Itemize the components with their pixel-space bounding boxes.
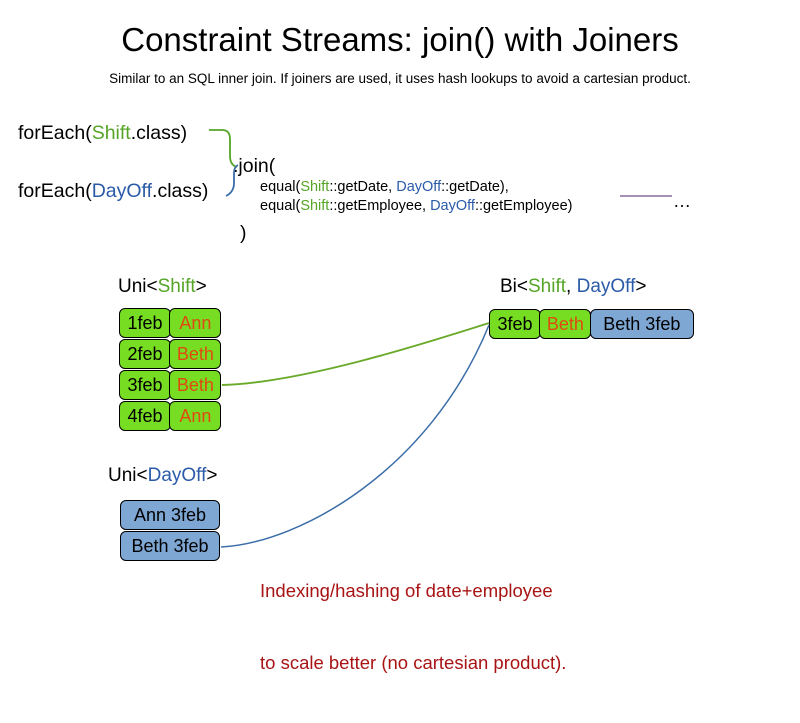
label-uni-shift-type: Shift xyxy=(157,276,196,297)
code-foreach-dayoff-suffix: .class) xyxy=(152,180,209,202)
shift-employee-cell: Beth xyxy=(169,370,222,400)
label-bi-type-a: Shift xyxy=(528,276,567,297)
label-uni-dayoff-suffix: > xyxy=(206,465,218,486)
code-join-close: ) xyxy=(240,222,247,244)
code-foreach-shift: forEach(Shift.class) xyxy=(18,121,187,145)
label-uni-shift: Uni<Shift> xyxy=(118,275,207,299)
code-join-open: .join( xyxy=(233,155,276,177)
slide-canvas: Constraint Streams: join() with Joiners … xyxy=(18,21,694,673)
label-bi-stream: Bi<Shift, DayOff> xyxy=(500,275,646,299)
label-uni-shift-suffix: > xyxy=(195,276,207,297)
uni-shift-fact-list: 1feb Ann 2feb Beth 3feb Beth 4feb Ann xyxy=(119,308,222,432)
code-foreach-shift-type: Shift xyxy=(91,122,131,144)
label-uni-shift-prefix: Uni< xyxy=(118,276,158,297)
label-bi-prefix: Bi< xyxy=(500,276,528,297)
page-subtitle: Similar to an SQL inner join. If joiners… xyxy=(109,71,691,86)
shift-employee-cell: Ann xyxy=(169,401,222,431)
code-joiner-arg-date-left-type: Shift xyxy=(300,179,330,195)
code-joiner-arg-employee-right-type: DayOff xyxy=(430,198,475,214)
dayoff-pair-cell: Beth 3feb xyxy=(120,531,220,561)
label-uni-dayoff-prefix: Uni< xyxy=(108,465,148,486)
code-foreach-dayoff-prefix: forEach( xyxy=(18,180,92,202)
shift-date-cell: 4feb xyxy=(119,401,171,431)
code-joiner-arg-date-right-method: ::getDate), xyxy=(441,179,509,195)
wire-dayoff-fact-to-bi xyxy=(220,324,490,548)
shift-date-cell: 1feb xyxy=(119,308,171,338)
code-ellipsis: … xyxy=(673,191,691,211)
list-item[interactable]: Beth 3feb xyxy=(120,531,220,561)
table-row[interactable]: 3feb Beth xyxy=(119,370,222,400)
annotation-line-1: Indexing/hashing of date+employee xyxy=(260,580,553,601)
page-title: Constraint Streams: join() with Joiners xyxy=(121,21,679,58)
code-joiner-arg-date-right-type: DayOff xyxy=(396,179,442,195)
shift-date-cell: 2feb xyxy=(119,339,171,369)
code-foreach-dayoff-type: DayOff xyxy=(91,180,153,202)
label-bi-suffix: > xyxy=(635,276,647,297)
code-foreach-shift-suffix: .class) xyxy=(130,122,188,144)
code-joiner-arg-date-left-method: ::getDate, xyxy=(329,179,397,195)
bi-shift-employee-cell: Beth xyxy=(539,309,592,339)
bi-fact-row[interactable]: 3feb Beth Beth 3feb xyxy=(489,309,694,339)
shift-employee-cell: Beth xyxy=(169,339,222,369)
code-joiner-arg-employee: equal(Shift::getEmployee, DayOff::getEmp… xyxy=(260,197,572,216)
bi-dayoff-pair-cell: Beth 3feb xyxy=(589,309,694,339)
list-item[interactable]: Ann 3feb xyxy=(120,500,220,530)
label-uni-dayoff: Uni<DayOff> xyxy=(108,464,218,488)
dayoff-pair-cell: Ann 3feb xyxy=(120,500,220,530)
label-bi-type-b: DayOff xyxy=(576,276,636,297)
wire-shift-fact-to-bi xyxy=(221,322,490,386)
shift-date-cell: 3feb xyxy=(119,370,171,400)
label-bi-comma: , xyxy=(566,276,577,297)
code-foreach-dayoff: forEach(DayOff.class) xyxy=(18,179,208,203)
code-joiner-arg-employee-fn: equal( xyxy=(260,198,301,214)
label-uni-dayoff-type: DayOff xyxy=(147,465,207,486)
code-joiner-arg-employee-left-type: Shift xyxy=(300,198,330,214)
table-row[interactable]: 1feb Ann xyxy=(119,308,222,338)
code-joiner-arg-employee-right-method: ::getEmployee) xyxy=(474,198,573,214)
table-row[interactable]: 2feb Beth xyxy=(119,339,222,369)
shift-employee-cell: Ann xyxy=(169,308,222,338)
table-row[interactable]: 4feb Ann xyxy=(119,401,222,431)
code-joiner-arg-employee-left-method: ::getEmployee, xyxy=(329,198,431,214)
code-foreach-shift-prefix: forEach( xyxy=(18,122,92,144)
annotation-line-2: to scale better (no cartesian product). xyxy=(260,652,567,673)
bi-shift-date-cell: 3feb xyxy=(489,309,541,339)
code-joiner-arg-date-fn: equal( xyxy=(260,179,301,195)
uni-dayoff-fact-list: Ann 3feb Beth 3feb xyxy=(120,500,220,562)
code-joiner-arg-date: equal(Shift::getDate, DayOff::getDate), xyxy=(260,178,509,197)
annotation-note: Indexing/hashing of date+employee to sca… xyxy=(260,531,566,723)
